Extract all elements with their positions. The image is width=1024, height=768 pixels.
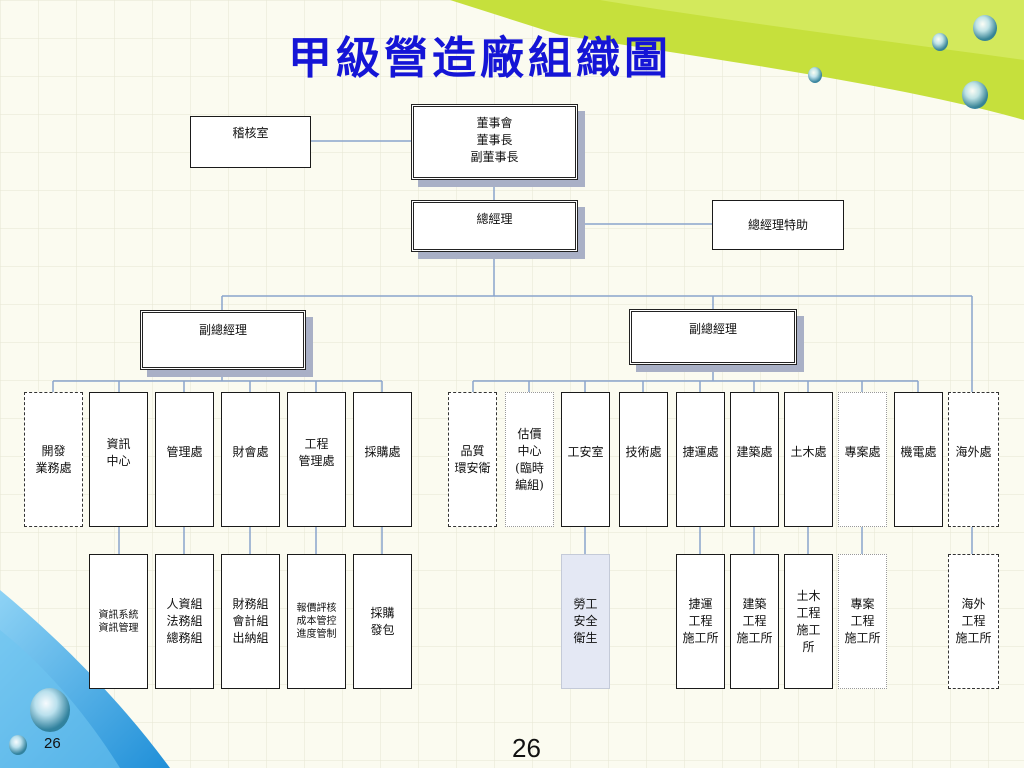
- department-label: 品質 環安衛: [454, 443, 491, 475]
- department-box: 管理處: [155, 392, 214, 527]
- department-label: 機電處: [900, 445, 937, 459]
- sub-unit-label: 捷運 工程 施工所: [682, 597, 719, 645]
- department-box: 建築處: [730, 392, 779, 527]
- board-label: 董事會 董事長 副董事長: [470, 116, 519, 164]
- department-box: 工程 管理處: [287, 392, 346, 527]
- sub-unit-box: 採購 發包: [353, 554, 412, 689]
- sub-unit-label: 資訊系統 資訊管理: [98, 609, 139, 634]
- department-label: 專案處: [844, 445, 881, 459]
- gm-assistant-box: 總經理特助: [712, 200, 844, 250]
- department-label: 捷運處: [682, 445, 719, 459]
- sub-unit-label: 建築 工程 施工所: [736, 597, 773, 645]
- vice-gm-left-label: 副總經理: [198, 323, 247, 337]
- board-box: 董事會 董事長 副董事長: [411, 104, 578, 180]
- department-label: 土木處: [790, 445, 827, 459]
- department-box: 技術處: [619, 392, 668, 527]
- sub-unit-box: 報價評核 成本管控 進度管制: [287, 554, 346, 689]
- department-box: 機電處: [894, 392, 943, 527]
- department-label: 工程 管理處: [298, 437, 335, 468]
- sub-unit-box: 土木 工程 施工 所: [784, 554, 833, 689]
- department-label: 海外處: [955, 445, 992, 459]
- department-box: 開發 業務處: [24, 392, 83, 527]
- sub-unit-box: 人資組 法務組 總務組: [155, 554, 214, 689]
- page-number-center: 26: [512, 733, 541, 763]
- sub-unit-box: 資訊系統 資訊管理: [89, 554, 148, 689]
- sub-unit-box: 海外 工程 施工所: [948, 554, 999, 689]
- sub-unit-label: 採購 發包: [370, 605, 395, 637]
- sub-unit-label: 海外 工程 施工所: [955, 597, 992, 645]
- department-box: 品質 環安衛: [448, 392, 497, 527]
- page-number-left: 26: [44, 735, 61, 752]
- department-label: 工安室: [567, 445, 604, 459]
- department-label: 採購處: [364, 445, 401, 459]
- vice-gm-right-label: 副總經理: [688, 322, 737, 336]
- vice-gm-left-box: 副總經理: [140, 310, 306, 370]
- water-drops: [9, 15, 997, 755]
- department-box: 財會處: [221, 392, 280, 527]
- audit-office-label: 稽核室: [232, 126, 269, 140]
- department-box: 採購處: [353, 392, 412, 527]
- sub-unit-box: 勞工 安全 衛生: [561, 554, 610, 689]
- department-box: 捷運處: [676, 392, 725, 527]
- sub-unit-label: 專案 工程 施工所: [844, 597, 881, 645]
- sub-unit-label: 財務組 會計組 出納組: [232, 597, 269, 645]
- sub-unit-label: 報價評核 成本管控 進度管制: [296, 603, 337, 640]
- department-label: 開發 業務處: [35, 443, 72, 475]
- department-box: 資訊 中心: [89, 392, 148, 527]
- sub-unit-box: 捷運 工程 施工所: [676, 554, 725, 689]
- sub-unit-label: 土木 工程 施工 所: [796, 588, 821, 654]
- sub-unit-label: 勞工 安全 衛生: [573, 597, 598, 645]
- department-label: 技術處: [625, 445, 662, 459]
- gm-assistant-label: 總經理特助: [747, 217, 808, 232]
- sub-unit-box: 建築 工程 施工所: [730, 554, 779, 689]
- department-label: 管理處: [166, 445, 203, 459]
- department-box: 工安室: [561, 392, 610, 527]
- general-manager-label: 總經理: [476, 212, 513, 226]
- department-label: 資訊 中心: [106, 437, 131, 468]
- audit-office-box: 稽核室: [190, 116, 311, 168]
- chart-title: 甲級營造廠組織圖: [288, 33, 672, 84]
- department-box: 土木處: [784, 392, 833, 527]
- department-box: 估價 中心 (臨時 編組): [505, 392, 554, 527]
- department-label: 估價 中心 (臨時 編組): [515, 426, 544, 492]
- vice-gm-right-box: 副總經理: [629, 309, 797, 365]
- general-manager-box: 總經理: [411, 200, 578, 252]
- department-box: 海外處: [948, 392, 999, 527]
- department-label: 財會處: [232, 445, 269, 459]
- sub-unit-box: 專案 工程 施工所: [838, 554, 887, 689]
- sub-unit-label: 人資組 法務組 總務組: [166, 597, 203, 645]
- sub-unit-box: 財務組 會計組 出納組: [221, 554, 280, 689]
- department-box: 專案處: [838, 392, 887, 527]
- department-label: 建築處: [736, 445, 773, 459]
